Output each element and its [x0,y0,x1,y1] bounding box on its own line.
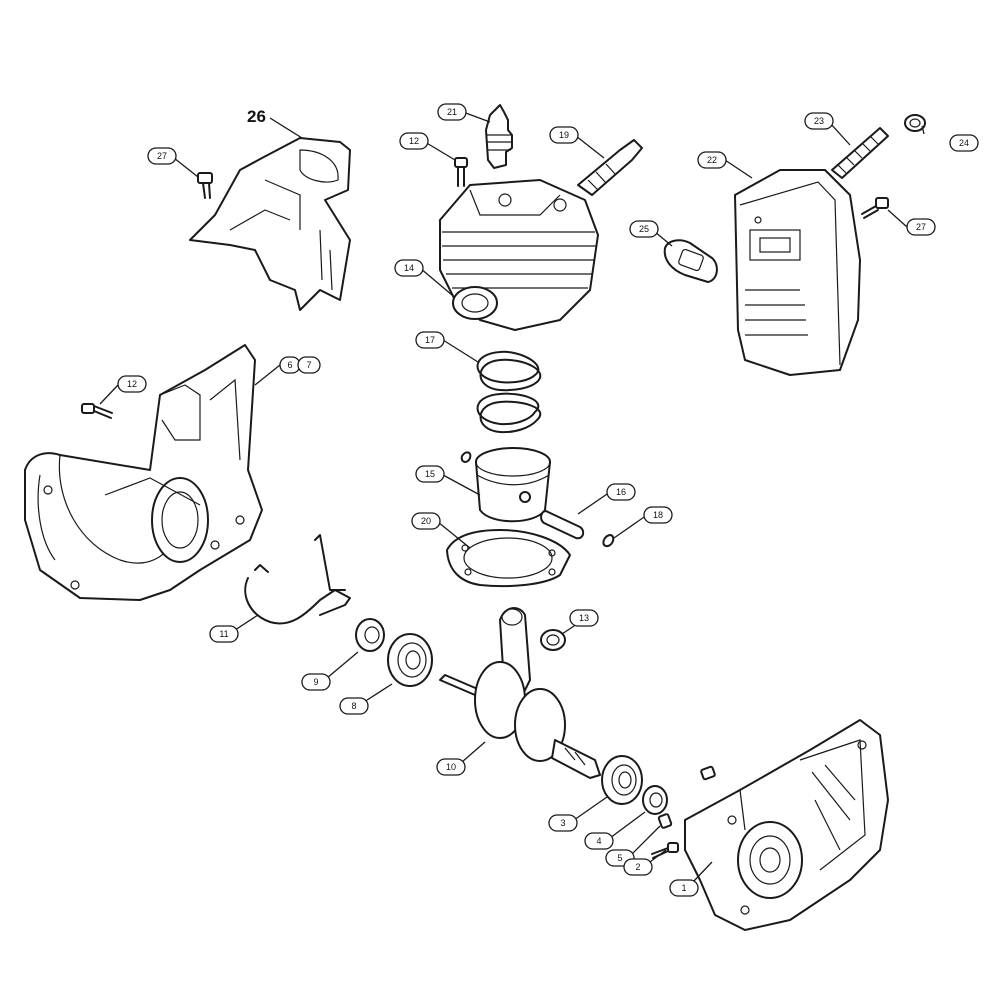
part-9-seal [355,618,385,652]
callout-27-right: 27 [906,218,936,236]
part-17-piston-rings [476,350,542,434]
callout-4: 4 [584,832,614,850]
part-23-screen [831,127,889,179]
screw-27-left [197,172,213,199]
svg-text:14: 14 [404,263,414,273]
callout-11: 11 [209,625,239,643]
svg-text:23: 23 [814,116,824,126]
svg-text:17: 17 [425,335,435,345]
svg-text:5: 5 [617,853,622,863]
svg-text:1: 1 [681,883,686,893]
part-2-screw [651,842,679,859]
svg-text:6: 6 [287,360,292,370]
callout-27-left: 27 [147,147,177,165]
callout-12-cylinder: 12 [399,132,429,150]
callout-21: 21 [437,103,467,121]
svg-text:11: 11 [219,629,228,639]
part-26-shroud [189,137,351,311]
callout-14: 14 [394,259,424,277]
svg-text:25: 25 [639,224,649,234]
screw-27-right [861,197,889,219]
svg-text:12: 12 [127,379,137,389]
svg-text:15: 15 [425,469,435,479]
part-19-valve [577,139,643,196]
callout-13: 13 [569,609,599,627]
callout-8: 8 [339,697,369,715]
svg-text:3: 3 [560,818,565,828]
callout-10: 10 [436,758,466,776]
part-5-sleeve [657,813,673,829]
callout-24: 24 [949,134,979,152]
callout-22: 22 [697,151,727,169]
callout-6-7: 6 7 [279,356,321,374]
part-18-circlip [602,534,615,548]
callout-23: 23 [804,112,834,130]
callout-12-left: 12 [117,375,147,393]
callout-17: 17 [415,331,445,349]
part-21-spark-plug [485,104,513,169]
callout-20: 20 [411,512,441,530]
svg-text:21: 21 [447,107,457,117]
part-22-muffler [734,169,861,376]
part-10-crankshaft [439,607,601,779]
part-1-crankcase-right [684,719,889,931]
svg-text:18: 18 [653,510,663,520]
part-26-label: 26 [247,107,266,126]
part-20-gasket [446,529,571,588]
callouts: 27 12 21 19 22 23 24 27 25 14 17 6 7 12 … [117,103,979,897]
part-24-clamp [904,114,926,132]
part-15-piston [460,447,551,523]
screw-12-cylinder [454,157,468,187]
svg-text:20: 20 [421,516,431,526]
callout-18: 18 [643,506,673,524]
svg-text:12: 12 [409,136,419,146]
callout-25: 25 [629,220,659,238]
part-11-bracket [244,534,351,625]
svg-text:10: 10 [446,762,456,772]
svg-text:19: 19 [559,130,569,140]
svg-text:27: 27 [157,151,167,161]
svg-text:22: 22 [707,155,717,165]
part-13-needle-cage [540,629,566,651]
svg-text:24: 24 [959,138,969,148]
part-5-sleeve-upper [700,765,716,781]
part-6-7-crankcase-left [24,344,263,601]
svg-text:8: 8 [351,701,356,711]
part-14-cylinder [439,179,599,331]
callout-19: 19 [549,126,579,144]
callout-2: 2 [623,858,653,876]
part-8-bearing [387,633,433,687]
svg-text:9: 9 [313,677,318,687]
svg-text:16: 16 [616,487,626,497]
part-16-wrist-pin [540,510,585,540]
part-3-bearing [601,755,643,805]
callout-3: 3 [548,814,578,832]
screw-12-left [81,403,113,419]
leader-lines [99,111,925,884]
callout-1: 1 [669,879,699,897]
callout-9: 9 [301,673,331,691]
svg-text:13: 13 [579,613,589,623]
svg-text:4: 4 [596,836,601,846]
svg-text:27: 27 [916,222,926,232]
svg-text:7: 7 [306,360,311,370]
svg-text:2: 2 [635,862,640,872]
part-4-seal [642,785,668,815]
callout-16: 16 [606,483,636,501]
callout-15: 15 [415,465,445,483]
part-25-gasket [663,239,718,283]
